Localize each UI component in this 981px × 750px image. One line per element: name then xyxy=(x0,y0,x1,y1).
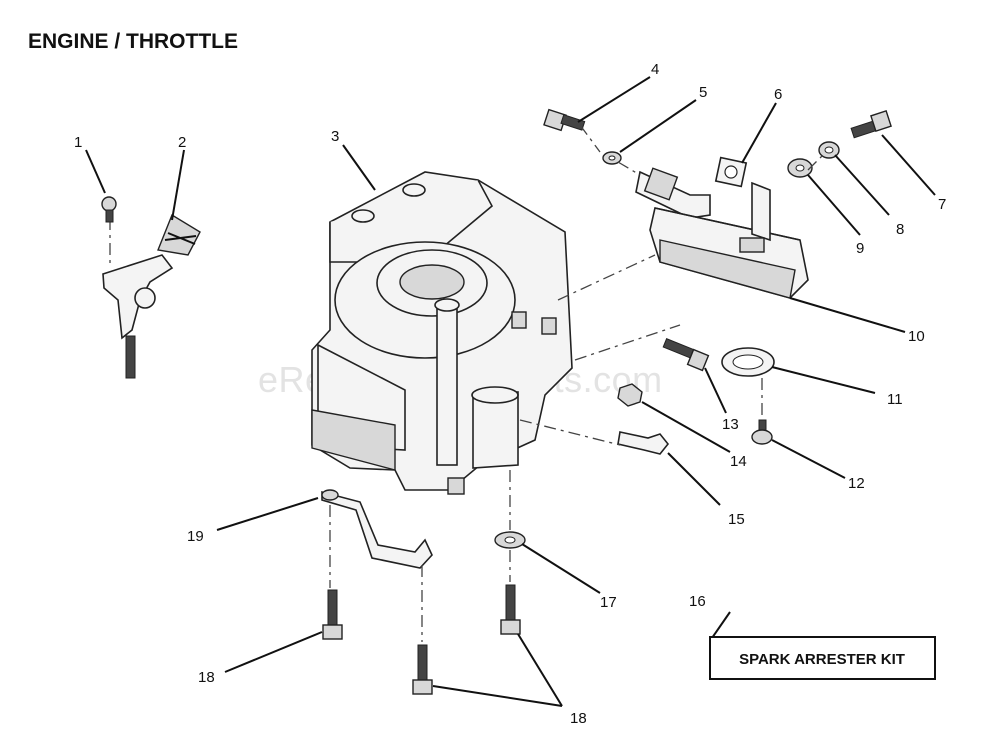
screw-part-1 xyxy=(101,196,117,223)
screw-part-12 xyxy=(751,419,773,445)
muffler-part-10 xyxy=(649,181,809,299)
washer-part-5 xyxy=(602,151,622,165)
washer-part-8 xyxy=(818,141,840,159)
callout-11: 11 xyxy=(887,391,903,408)
callout-19: 19 xyxy=(187,528,204,545)
bolt-part-18-center xyxy=(412,644,433,695)
callout-7: 7 xyxy=(938,196,946,213)
callout-numbers: 1 2 3 4 5 6 7 8 9 10 11 12 13 14 15 16 1… xyxy=(74,61,946,727)
bolt-part-13 xyxy=(662,338,710,372)
callout-1: 1 xyxy=(74,134,82,151)
spark-arrester-screen-part-11 xyxy=(721,347,775,377)
callout-6: 6 xyxy=(774,86,782,103)
callout-18-left: 18 xyxy=(198,669,215,686)
nut-part-14 xyxy=(617,383,643,407)
engine-part-3 xyxy=(311,171,573,495)
callout-2: 2 xyxy=(178,134,186,151)
diagram-title: ENGINE / THROTTLE xyxy=(28,30,238,53)
exhaust-gasket-part-6 xyxy=(714,156,748,188)
leader-lines xyxy=(85,76,936,707)
bracket-part-19 xyxy=(321,489,433,569)
callout-17: 17 xyxy=(600,594,617,611)
spark-arrester-kit-label: SPARK ARRESTER KIT xyxy=(739,651,905,668)
callout-10: 10 xyxy=(908,328,925,345)
callout-8: 8 xyxy=(896,221,904,238)
callout-15: 15 xyxy=(728,511,745,528)
callout-9: 9 xyxy=(856,240,864,257)
throttle-control-assembly xyxy=(102,213,201,379)
clamp-part-15 xyxy=(617,431,670,455)
bolt-part-18-left xyxy=(322,589,343,640)
bolt-part-7 xyxy=(850,110,892,139)
hex-bolt-part-4 xyxy=(543,108,586,132)
callout-13: 13 xyxy=(722,416,739,433)
callout-16: 16 xyxy=(689,593,706,610)
alignment-lines xyxy=(329,124,823,642)
bolt-part-18-right xyxy=(500,584,521,635)
callout-3: 3 xyxy=(331,128,339,145)
washer-part-9 xyxy=(787,158,813,178)
spark-arrester-kit-box: SPARK ARRESTER KIT xyxy=(709,636,936,680)
callout-12: 12 xyxy=(848,475,865,492)
callout-4: 4 xyxy=(651,61,659,78)
callout-14: 14 xyxy=(730,453,747,470)
callout-5: 5 xyxy=(699,84,707,101)
lockwasher-part-17 xyxy=(494,531,526,549)
callout-18-bottom: 18 xyxy=(570,710,587,727)
exhaust-pipe xyxy=(635,167,711,219)
